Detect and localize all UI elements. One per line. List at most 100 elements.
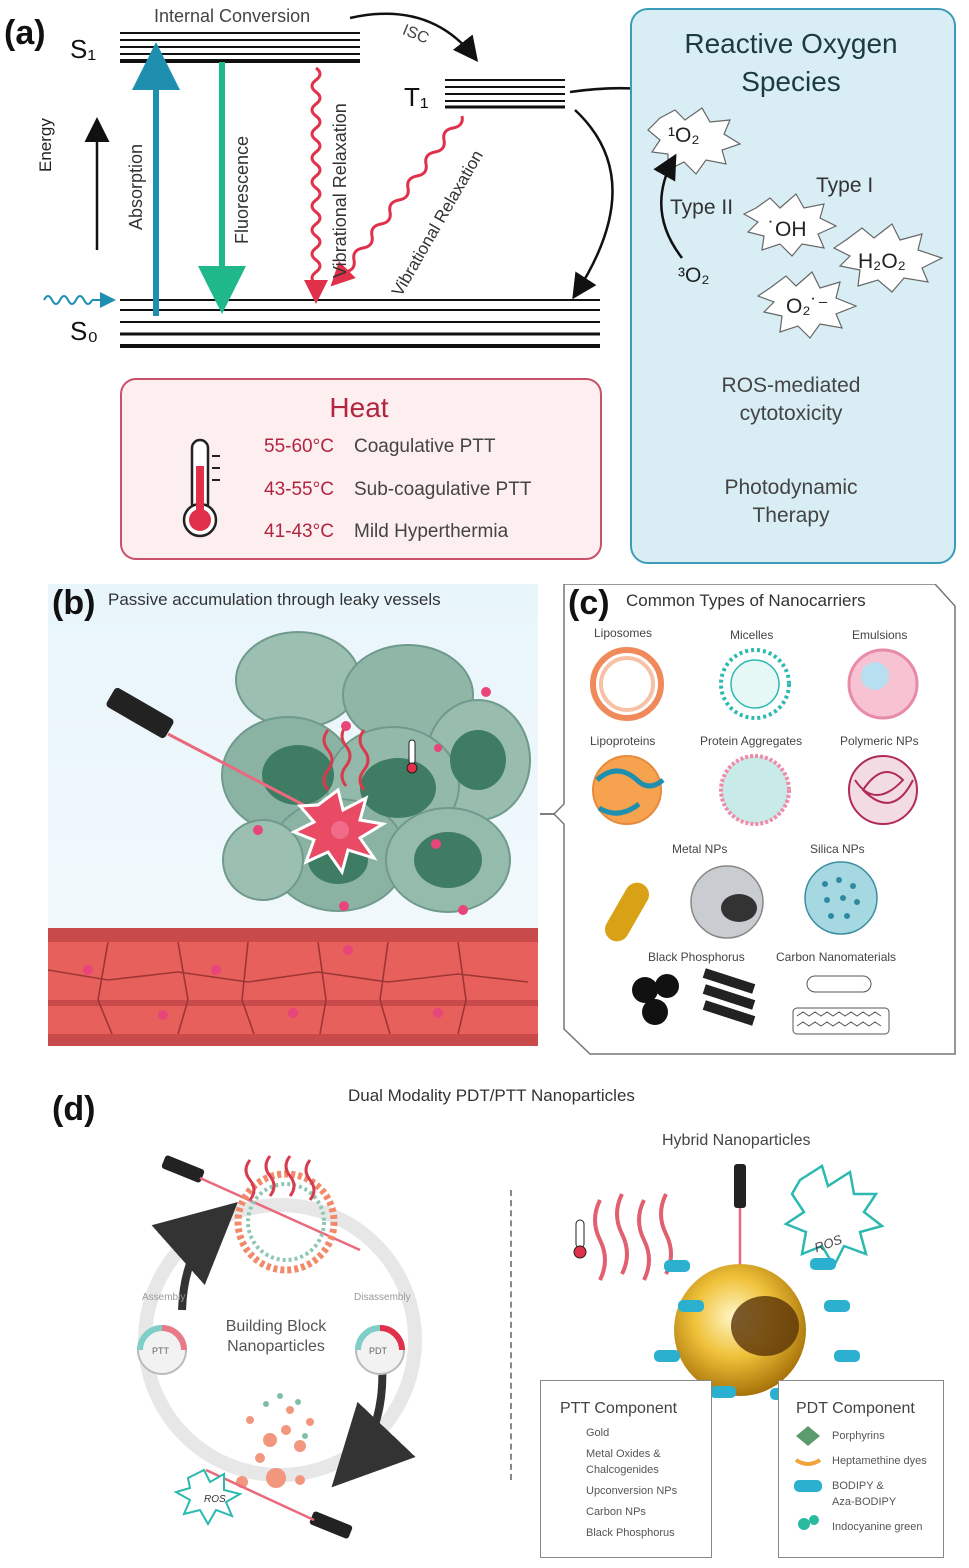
pdt-dial — [355, 1325, 405, 1375]
ptt-dial-label: PTT — [152, 1346, 169, 1356]
heat-title: Heat — [329, 392, 389, 423]
pdt-component-box — [778, 1380, 944, 1558]
triplet-o2-label: ³O₂ — [678, 264, 710, 287]
thermometer-icon — [182, 438, 220, 538]
panel-c-label: (c) — [568, 584, 610, 622]
internal-conversion-label: Internal Conversion — [154, 6, 311, 26]
ros-mediated-line1: ROS-mediated — [721, 374, 861, 397]
disassembled-particles — [236, 1406, 314, 1488]
vib-relax-wave-1 — [304, 66, 328, 304]
singlet-o2-label: ¹O₂ — [668, 124, 700, 147]
building-block-line2: Nanoparticles — [227, 1338, 325, 1355]
protein-aggregate-icon — [719, 754, 791, 826]
h2o2-burst — [832, 223, 944, 293]
type-ii-label: Type II — [670, 196, 734, 219]
assembly-label: Assembly — [142, 1292, 186, 1303]
s1-label: S₁ — [70, 34, 97, 64]
s1-levels — [120, 32, 360, 63]
nanocarrier-label-metal: Metal NPs — [672, 842, 728, 856]
carbon-nanomaterial-icon — [792, 975, 890, 1035]
t1-label: T₁ — [404, 82, 429, 112]
polymeric-np-icon — [848, 755, 918, 825]
ros-small-label: ROS — [204, 1494, 226, 1505]
hybrid-title: Hybrid Nanoparticles — [662, 1132, 811, 1149]
ros-burst-large — [783, 1164, 885, 1269]
silica-np-icon — [804, 861, 878, 935]
nanocarrier-label-liposomes: Liposomes — [594, 626, 653, 640]
heat-desc-2: Sub-coagulative PTT — [354, 479, 532, 500]
nanocarrier-label-lipoproteins: Lipoproteins — [590, 734, 656, 748]
pdt-item-aza-bodipy: Aza-BODIPY — [832, 1496, 897, 1508]
nanocarrier-label-micelles: Micelles — [730, 628, 774, 642]
superoxide-burst — [756, 271, 858, 339]
ptt-component-title: PTT Component — [560, 1400, 678, 1417]
vib-relax-wave-2 — [330, 115, 464, 287]
nanocarrier-label-carbon: Carbon Nanomaterials — [776, 950, 897, 964]
pdt-item-heptamethine: Heptamethine dyes — [832, 1455, 927, 1467]
nanoparticles — [253, 687, 491, 915]
ptt-item-carbon: Carbon NPs — [586, 1506, 646, 1518]
nanocarrier-label-black-phosphorus: Black Phosphorus — [648, 950, 745, 964]
ptt-item-black-phosphorus: Black Phosphorus — [586, 1527, 675, 1539]
type-ii-arrow — [653, 153, 683, 259]
panel-a-label: (a) — [4, 14, 46, 52]
ros-mediated-line2: cytotoxicity — [739, 402, 843, 425]
tumor-illustration — [48, 631, 538, 1046]
nanocarrier-grid — [590, 647, 919, 1035]
type-i-label: Type I — [816, 174, 874, 197]
t1-to-ros-arrow — [569, 86, 630, 94]
nanocarrier-label-protein-aggregates: Protein Aggregates — [700, 734, 803, 748]
pdt-line2: Therapy — [752, 504, 830, 527]
t1-to-s0-arrow — [572, 109, 614, 300]
liposome-icon — [590, 647, 664, 721]
panel-d-title: Dual Modality PDT/PTT Nanoparticles — [348, 1086, 635, 1105]
ptt-item-upconversion: Upconversion NPs — [586, 1485, 678, 1497]
heat-temp-1: 55-60°C — [264, 436, 334, 457]
pdt-item-porphyrins: Porphyrins — [832, 1430, 885, 1442]
pdt-line1: Photodynamic — [724, 476, 858, 499]
ptt-item-chalcogenides: Chalcogenides — [586, 1464, 659, 1476]
heat-desc-3: Mild Hyperthermia — [354, 521, 509, 542]
panel-c-title: Common Types of Nanocarriers — [626, 591, 866, 610]
panel-d-label: (d) — [52, 1090, 96, 1128]
ptt-item-gold: Gold — [586, 1427, 610, 1439]
oh-label: ˙OH — [768, 218, 807, 241]
ros-title-line2: Species — [741, 66, 841, 97]
nanocarrier-label-emulsions: Emulsions — [852, 628, 908, 642]
panel-d-divider — [510, 1190, 512, 1480]
s0-levels — [120, 299, 600, 348]
heat-temp-2: 43-55°C — [264, 479, 334, 500]
absorption-label: Absorption — [126, 143, 146, 230]
hybrid-np-graphic — [573, 1164, 885, 1400]
black-phosphorus-icon — [632, 968, 756, 1026]
ptt-component-box — [540, 1380, 712, 1558]
metal-np-icon — [605, 865, 764, 942]
panel-b-label: (b) — [52, 584, 96, 622]
jablonski-diagram — [43, 12, 630, 348]
blood-vessel — [48, 928, 538, 1046]
fluorescence-label: Fluorescence — [232, 135, 252, 244]
panel-b-title: Passive accumulation through leaky vesse… — [108, 590, 441, 609]
isc-arrow — [349, 12, 479, 62]
ros-title-line1: Reactive Oxygen — [684, 28, 898, 59]
ptt-dial — [137, 1325, 187, 1375]
lipoprotein-icon — [592, 755, 665, 825]
h2o2-label: H₂O₂ — [858, 250, 906, 273]
pdt-dial-label: PDT — [369, 1346, 387, 1356]
light-wave — [43, 295, 93, 305]
nanocarrier-label-polymeric: Polymeric NPs — [840, 734, 919, 748]
nanocarrier-label-silica: Silica NPs — [810, 842, 865, 856]
building-block-line1: Building Block — [225, 1318, 327, 1335]
heat-desc-1: Coagulative PTT — [354, 436, 496, 457]
emulsion-icon — [847, 648, 919, 720]
disassembly-label: Disassembly — [354, 1292, 411, 1303]
assembled-np — [234, 1170, 338, 1274]
pdt-item-bodipy: BODIPY & — [832, 1480, 884, 1492]
superoxide-label: O₂˙⁻ — [786, 295, 829, 318]
pdt-item-icg: Indocyanine green — [832, 1521, 923, 1533]
ros-burst-small — [173, 1468, 243, 1527]
s0-label: S₀ — [70, 316, 99, 346]
pdt-component-title: PDT Component — [796, 1400, 915, 1417]
heat-temp-3: 41-43°C — [264, 521, 334, 542]
vib-relax-label-1: Vibrational Relaxation — [330, 103, 350, 278]
